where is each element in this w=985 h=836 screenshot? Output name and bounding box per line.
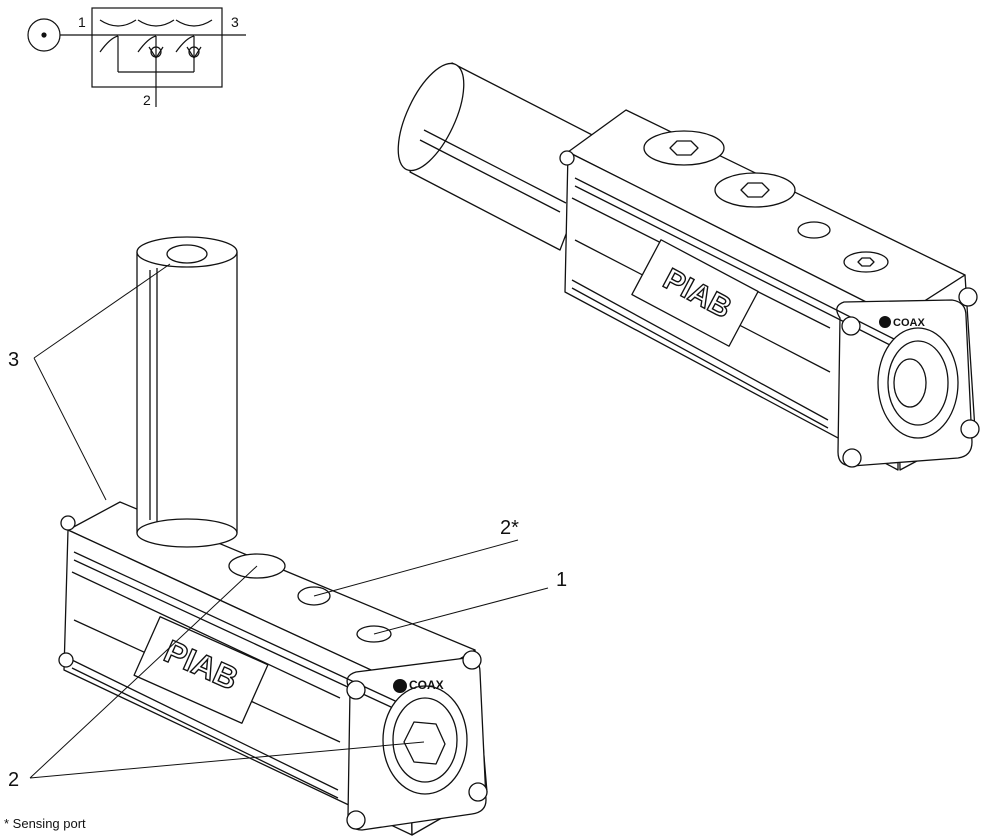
- rear-screw-large-1-hex: [669, 140, 699, 156]
- rear-tech-logo: COAX: [893, 317, 925, 329]
- front-tube-shade: [149, 268, 158, 522]
- front-bolt-side: [58, 652, 74, 668]
- supply-port-dot: [41, 32, 47, 38]
- front-logo-plate: [133, 616, 269, 724]
- sensing-port-footnote: * Sensing port: [4, 816, 86, 831]
- pneumatic-symbol: [27, 7, 246, 107]
- leader-1: [373, 587, 549, 635]
- pump-rear-view: [397, 62, 980, 471]
- pump-front-view: [58, 236, 488, 836]
- front-tube-bore: [166, 244, 208, 264]
- check-valve-ball-1: [150, 46, 162, 58]
- callout-2-sensing: 2*: [500, 517, 519, 539]
- front-bolt-br: [468, 782, 488, 802]
- check-valve-ball-2: [188, 46, 200, 58]
- front-bolt-bl: [346, 810, 366, 830]
- rear-bolt-tr: [958, 287, 978, 307]
- rear-tube-end: [397, 62, 465, 172]
- symbol-frame: [91, 7, 223, 88]
- front-bolt-top: [60, 515, 76, 531]
- callout-leaders: [29, 263, 549, 779]
- leader-2: [29, 565, 425, 779]
- rear-logo-plate: [631, 239, 759, 347]
- front-port-hex: [403, 721, 446, 765]
- symbol-label-3: 3: [231, 14, 239, 30]
- callout-1: 1: [556, 569, 567, 591]
- rear-tech-logo-mark: [879, 316, 891, 328]
- front-tech-logo: COAX: [409, 678, 444, 692]
- ejector-arcs: [99, 19, 213, 27]
- rear-bolt-top: [559, 150, 575, 166]
- front-bolt-tr: [462, 650, 482, 670]
- front-tech-logo-mark: [393, 679, 407, 693]
- rear-bolt-bl: [842, 448, 862, 468]
- symbol-label-2: 2: [143, 92, 151, 108]
- leader-3: [33, 263, 171, 501]
- rear-top-screws: [643, 130, 889, 273]
- rear-port-inner: [893, 358, 927, 408]
- rear-screw-large-2-hex: [740, 182, 770, 198]
- front-exhaust-tube: [136, 251, 238, 534]
- rear-bolt-br: [960, 419, 980, 439]
- symbol-label-1: 1: [78, 14, 86, 30]
- callout-2: 2: [8, 769, 19, 791]
- front-tube-bottom: [136, 518, 238, 548]
- rear-screw-small-2-hex: [857, 257, 875, 267]
- front-bolt-tl: [346, 680, 366, 700]
- diffuser-lines: [99, 35, 195, 53]
- leader-2-sensing: [313, 539, 519, 597]
- rear-tube-shade: [419, 129, 567, 213]
- rear-bolt-tl: [841, 316, 861, 336]
- callout-3: 3: [8, 349, 19, 371]
- rear-screw-small-1: [797, 221, 831, 239]
